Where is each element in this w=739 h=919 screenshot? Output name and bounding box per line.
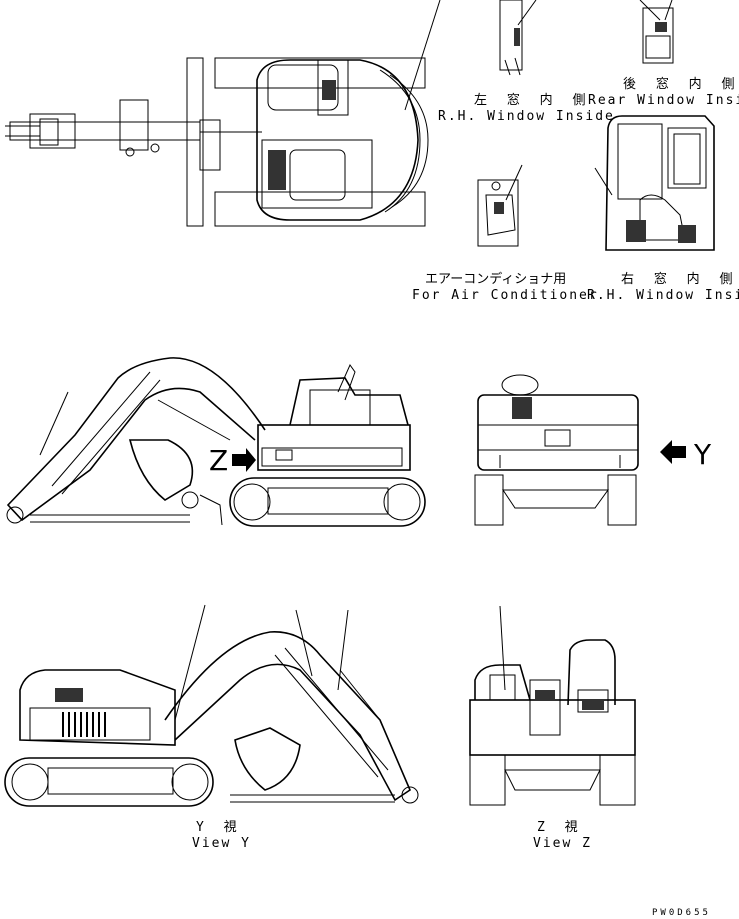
side-view-left — [6, 357, 426, 527]
view-z-drawing — [469, 605, 636, 806]
right-window-inside-label-jp: 右 窓 内 側 — [621, 272, 739, 287]
top-view-machine — [5, 0, 441, 227]
view-z-label-en: View Z — [533, 836, 592, 851]
left-window-inside-label-jp: 左 窓 内 側 — [474, 93, 592, 108]
view-marker-z: Z — [209, 444, 229, 477]
view-y-drawing — [4, 604, 419, 807]
right-window-detail — [594, 115, 715, 251]
view-z-label-jp: Z 視 — [537, 820, 584, 835]
view-y-label-jp: Y 視 — [196, 820, 243, 835]
air-conditioner-label-en: For Air Conditioner — [412, 288, 599, 303]
rear-window-detail — [639, 0, 674, 64]
rear-window-inside-label-jp: 後 窓 内 側 — [623, 77, 739, 92]
drawing-code: PW0D655 — [652, 908, 711, 918]
right-window-inside-label-en: R.H. Window Inside — [587, 288, 739, 303]
left-window-detail — [499, 0, 537, 76]
left-window-inside-label-en: R.H. Window Inside — [438, 109, 615, 124]
view-y-label-en: View Y — [192, 836, 251, 851]
rear-window-inside-label-en: Rear Window Inside — [588, 93, 739, 108]
air-conditioner-detail — [477, 164, 523, 247]
view-marker-y: Y — [694, 438, 712, 471]
air-conditioner-label-jp: エアーコンディショナ用 — [425, 272, 567, 287]
rear-view-middle — [474, 374, 686, 526]
